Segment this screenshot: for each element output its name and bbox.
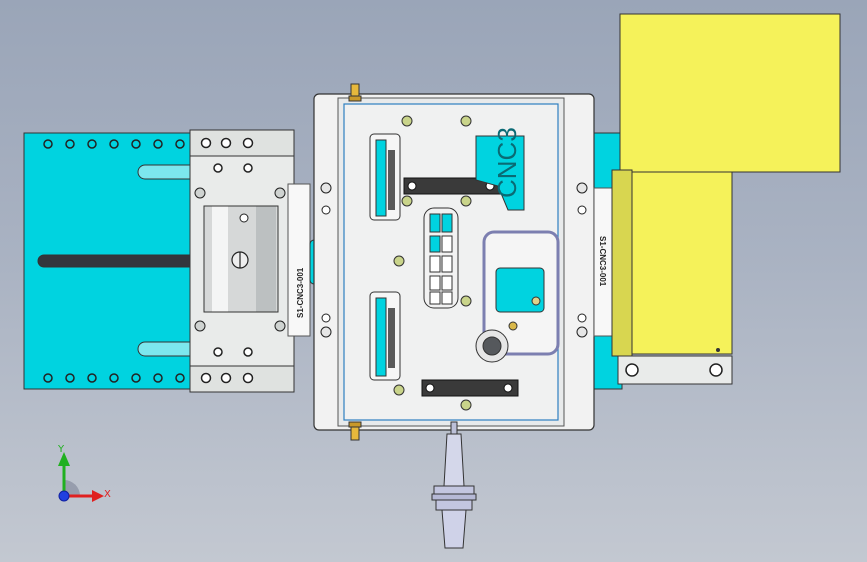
rail-bottom-holes	[43, 373, 185, 383]
engraving-text: CNC3	[492, 127, 522, 198]
cnc-engraved-block: CNC3	[475, 127, 525, 211]
tool-holder[interactable]	[431, 421, 477, 549]
rounded-pocket[interactable]	[475, 230, 560, 363]
rail-slot-bottom	[137, 341, 199, 357]
yellow-motor-housing[interactable]	[611, 13, 841, 357]
z-axis-icon	[58, 490, 70, 502]
brass-dowel-bottom	[348, 421, 362, 441]
cylinder-clamp[interactable]	[203, 205, 279, 313]
y-axis-label: Y	[57, 444, 65, 455]
left-pocket-upper[interactable]	[369, 133, 401, 221]
brass-dowel-top	[348, 83, 362, 102]
left-cyan-rail[interactable]	[23, 132, 199, 390]
rail-top-holes	[43, 139, 185, 149]
left-part-label-text: S1-CNC3-001	[296, 267, 305, 318]
locating-pins	[393, 115, 541, 411]
right-bottom-block[interactable]	[617, 355, 733, 385]
left-part-label: S1-CNC3-001	[287, 183, 311, 337]
right-part-label-text: S1-CNC3-001	[598, 236, 607, 287]
coordinate-triad: X Y	[57, 444, 111, 502]
center-grid-pocket[interactable]	[423, 207, 459, 309]
x-axis-label: X	[104, 489, 111, 500]
bottom-clamp-bar[interactable]	[421, 379, 519, 397]
rail-slot-top	[137, 164, 199, 180]
rail-slot-middle	[37, 254, 199, 268]
left-pocket-lower[interactable]	[369, 291, 401, 381]
right-part-label: S1-CNC3-001	[593, 187, 615, 337]
